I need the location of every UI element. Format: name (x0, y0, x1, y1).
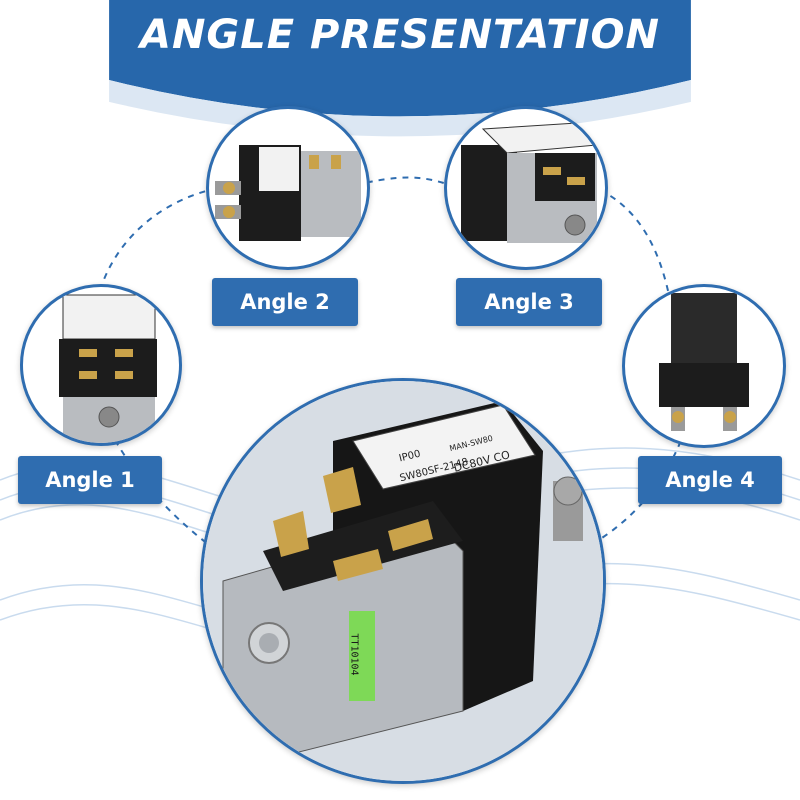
angle-3-label: Angle 3 (456, 278, 602, 326)
page-title: ANGLE PRESENTATION (139, 12, 660, 58)
contactor-front-icon (59, 294, 157, 443)
contactor-top-icon (659, 293, 749, 431)
angle-3-photo (444, 106, 608, 270)
contactor-angle-icon (461, 122, 599, 243)
angle-2-photo (206, 106, 370, 270)
angle-1-label: Angle 1 (18, 456, 162, 504)
angle-4-label: Angle 4 (638, 456, 782, 504)
contactor-side-icon (215, 145, 361, 241)
angle-4-photo (622, 284, 786, 448)
contactor-main-icon (203, 381, 603, 781)
angle-2-label: Angle 2 (212, 278, 358, 326)
angle-1-photo (20, 284, 182, 446)
side-tag-text: TT10104 (348, 633, 360, 676)
main-product-photo: IP00 SW80SF-2148 DC80V CO MAN-SW80 TT101… (200, 378, 606, 784)
